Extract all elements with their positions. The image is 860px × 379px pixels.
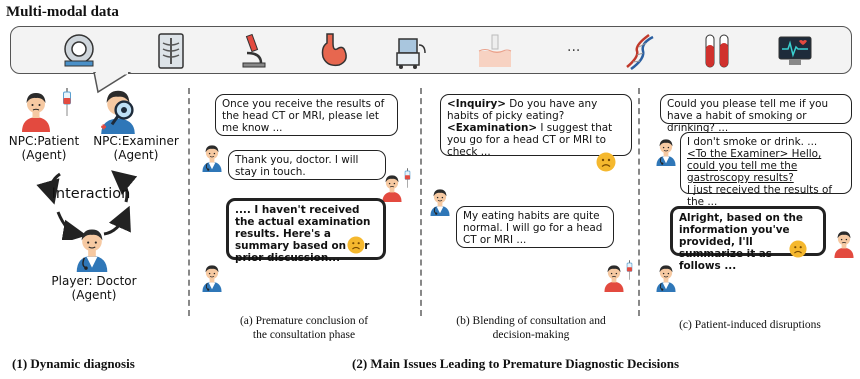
- inquiry-tag: <Inquiry>: [447, 98, 506, 110]
- sad-face-icon: [596, 152, 616, 172]
- separator: [420, 88, 422, 316]
- iv-drip-icon: [62, 88, 72, 116]
- separator: [638, 88, 640, 316]
- examiner-request-text: <To the Examiner> Hello, could you tell …: [687, 148, 822, 184]
- iv-drip-icon: [404, 168, 411, 188]
- caption-a: (a) Premature conclusion of the consulta…: [239, 315, 369, 341]
- npc-examiner-label: NPC:Examiner (Agent): [93, 134, 179, 162]
- data-bubble-tail: [93, 72, 132, 94]
- stomach-icon: [321, 33, 347, 67]
- doctor-avatar: [426, 186, 454, 216]
- footer-dynamic-diagnosis: (1) Dynamic diagnosis: [12, 356, 135, 371]
- interaction-label: Interaction: [51, 186, 131, 202]
- examination-text: I suggest that you go for a head CT or M…: [447, 122, 613, 158]
- ellipsis-text: ...: [567, 39, 581, 55]
- player-doctor-label: Player: Doctor (Agent): [51, 274, 137, 302]
- doctor-avatar: [652, 136, 680, 166]
- interaction-cycle-arrows: [36, 170, 138, 240]
- footer-main-issues: (2) Main Issues Leading to Premature Dia…: [352, 356, 680, 371]
- caption-c: (c) Patient-induced disruptions: [679, 319, 821, 331]
- patient-avatar: [378, 172, 406, 202]
- blood-tubes-icon: [705, 34, 729, 68]
- doctor-bubble-premature: .... I haven't received the actual exami…: [226, 198, 386, 264]
- skin-tissue-icon: [478, 34, 512, 67]
- doctor-bubble: Could you please tell me if you have a h…: [660, 94, 852, 134]
- xray-icon: [158, 33, 184, 69]
- inquiry-text: Do you have any habits of picky eating?: [447, 98, 598, 122]
- patient-bubble: My eating habits are quite normal. I wil…: [456, 206, 614, 248]
- patient-results-text: I just received the results of the ...: [687, 184, 832, 208]
- npc-patient-label: NPC:Patient (Agent): [8, 134, 80, 162]
- examination-tag: <Examination>: [447, 122, 538, 134]
- doctor-bubble: Once you receive the results of the head…: [215, 94, 398, 136]
- patient-avatar: [830, 228, 858, 258]
- doctor-avatar: [652, 262, 680, 292]
- microscope-icon: [242, 33, 266, 68]
- patient-bubble: Thank you, doctor. I will stay in touch.: [228, 150, 386, 180]
- patient-bubble-disruption: I don't smoke or drink. ... <To the Exam…: [680, 132, 852, 208]
- section-title: Multi-modal data: [6, 4, 119, 20]
- examiner-avatar: [101, 90, 135, 134]
- doctor-avatar: [198, 142, 226, 172]
- doctor-bubble-mixed: <Inquiry> Do you have any habits of pick…: [440, 94, 632, 158]
- doctor-avatar: [70, 224, 114, 272]
- patient-reply-text: I don't smoke or drink. ...: [687, 136, 818, 148]
- caption-b: (b) Blending of consultation and decisio…: [456, 315, 606, 341]
- dna-icon: [626, 33, 654, 71]
- patient-avatar: [600, 262, 628, 292]
- sad-face-icon: [789, 240, 807, 258]
- multimodal-data-bar: ...: [10, 26, 852, 74]
- mri-scanner-icon: [64, 34, 94, 67]
- ultrasound-machine-icon: [396, 38, 426, 69]
- doctor-avatar: [198, 262, 226, 292]
- separator: [188, 88, 190, 316]
- sad-face-icon: [347, 236, 365, 254]
- ecg-monitor-icon: [778, 36, 812, 65]
- iv-drip-icon: [626, 260, 633, 280]
- patient-avatar: [16, 88, 56, 132]
